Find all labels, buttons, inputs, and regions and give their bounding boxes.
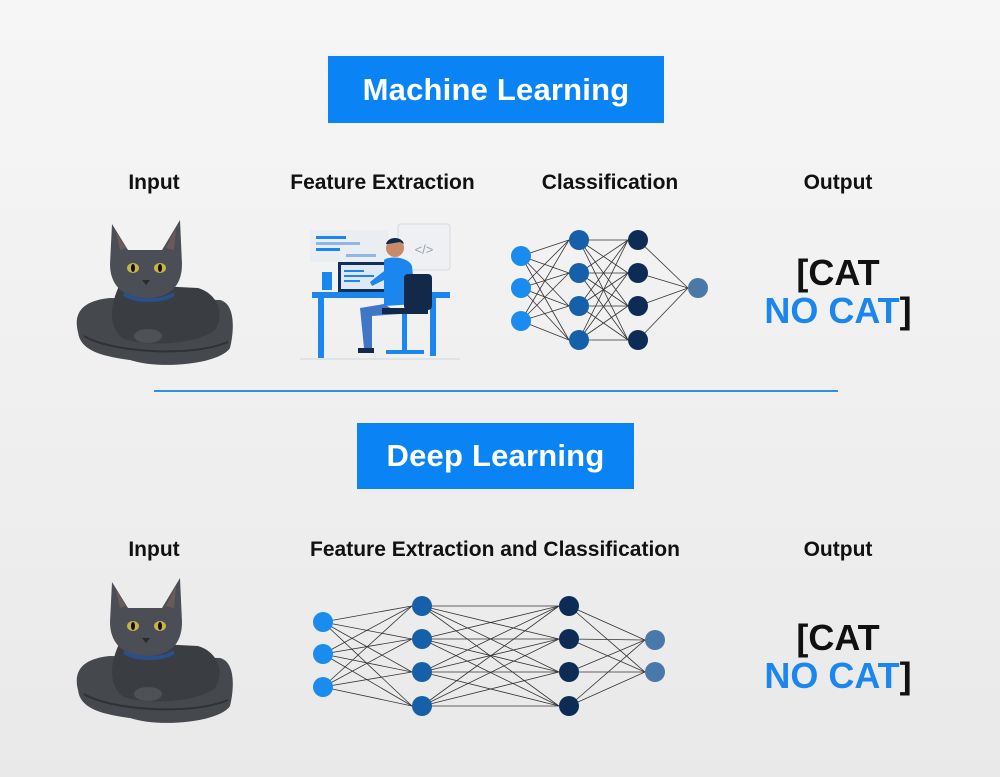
dl-net-edge: [322, 671, 413, 688]
dl-net-node: [559, 629, 579, 649]
ml-output-no-cat: NO CAT: [764, 290, 900, 331]
ml-net-node: [628, 296, 648, 316]
ml-output-cat: CAT: [808, 252, 880, 293]
dl-net-node: [559, 662, 579, 682]
dl-neural-network: [313, 596, 665, 716]
dl-output-bracket-close: ]: [899, 655, 912, 696]
deep-learning-banner: Deep Learning: [357, 423, 634, 489]
ml-net-edge: [520, 287, 570, 341]
machine-learning-banner: Machine Learning: [328, 56, 664, 123]
ml-net-edge: [637, 287, 689, 341]
dl-net-edge: [322, 621, 413, 640]
dl-net-edge: [421, 605, 560, 640]
ml-net-edge: [578, 239, 629, 307]
dl-net-node: [412, 696, 432, 716]
dl-output-bracket-open: [: [796, 617, 809, 658]
ml-net-node: [569, 296, 589, 316]
ml-output: [CAT NO CAT]: [748, 254, 928, 330]
dl-net-edge: [421, 605, 560, 707]
dl-net-node: [559, 696, 579, 716]
ml-net-edge: [520, 272, 570, 322]
deep-learning-title: Deep Learning: [386, 438, 605, 473]
dl-net-edge: [421, 638, 560, 673]
ml-net-node: [511, 311, 531, 331]
dl-net-edge: [568, 605, 646, 641]
dl-net-edge: [322, 686, 413, 707]
dl-net-edge: [421, 671, 560, 707]
dl-net-edge: [421, 638, 560, 707]
dl-net-node: [412, 629, 432, 649]
ml-neural-network: [511, 230, 708, 350]
ml-net-node: [569, 330, 589, 350]
ml-output-bracket-close: ]: [899, 290, 912, 331]
dl-input-label: Input: [128, 538, 180, 561]
dl-net-edge: [568, 605, 646, 673]
ml-net-edge: [520, 239, 570, 322]
dl-net-edge: [322, 621, 413, 707]
machine-learning-title: Machine Learning: [362, 71, 630, 107]
dl-output: [CAT NO CAT]: [748, 619, 928, 695]
dl-net-edge: [322, 605, 413, 688]
dl-net-node: [313, 644, 333, 664]
ml-net-edge: [520, 239, 570, 289]
code-glyph: </>: [415, 242, 434, 257]
ml-classification-label: Classification: [541, 171, 679, 194]
ml-net-node: [628, 330, 648, 350]
dl-net-node: [645, 662, 665, 682]
person-at-computer-illustration: </>: [300, 223, 460, 360]
ml-feature-extraction-label: Feature Extraction: [290, 171, 475, 194]
ml-output-bracket-open: [: [796, 252, 809, 293]
section-divider: [154, 390, 838, 392]
dl-feature-classification-label: Feature Extraction and Classification: [310, 538, 680, 561]
dl-net-edge: [568, 638, 646, 673]
ml-net-edge: [520, 255, 570, 341]
dl-output-no-cat: NO CAT: [764, 655, 900, 696]
ml-input-label: Input: [128, 171, 180, 194]
dl-net-edge: [322, 605, 413, 623]
ml-cat-image: [76, 220, 233, 365]
ml-net-node: [688, 278, 708, 298]
dl-net-edge: [322, 653, 413, 707]
dl-net-node: [313, 612, 333, 632]
dl-net-edge: [568, 638, 646, 641]
dl-net-edge: [322, 605, 413, 655]
dl-net-node: [313, 677, 333, 697]
dl-net-node: [645, 630, 665, 650]
ml-net-node: [511, 278, 531, 298]
ml-net-node: [628, 230, 648, 250]
ml-net-edge: [637, 239, 689, 289]
dl-net-node: [559, 596, 579, 616]
ml-net-edge: [578, 239, 629, 341]
dl-net-node: [412, 596, 432, 616]
ml-net-node: [569, 263, 589, 283]
ml-net-edge: [578, 272, 629, 341]
ml-output-label: Output: [803, 171, 873, 194]
dl-net-edge: [568, 639, 646, 673]
dl-net-edge: [568, 671, 646, 707]
dl-net-node: [412, 662, 432, 682]
dl-net-edge: [568, 639, 646, 707]
dl-net-edge: [421, 605, 560, 673]
dl-net-edge: [322, 638, 413, 688]
ml-net-node: [511, 246, 531, 266]
dl-output-cat: CAT: [808, 617, 880, 658]
dl-cat-image: [76, 578, 233, 723]
ml-net-node: [569, 230, 589, 250]
dl-output-label: Output: [803, 538, 873, 561]
ml-net-node: [628, 263, 648, 283]
